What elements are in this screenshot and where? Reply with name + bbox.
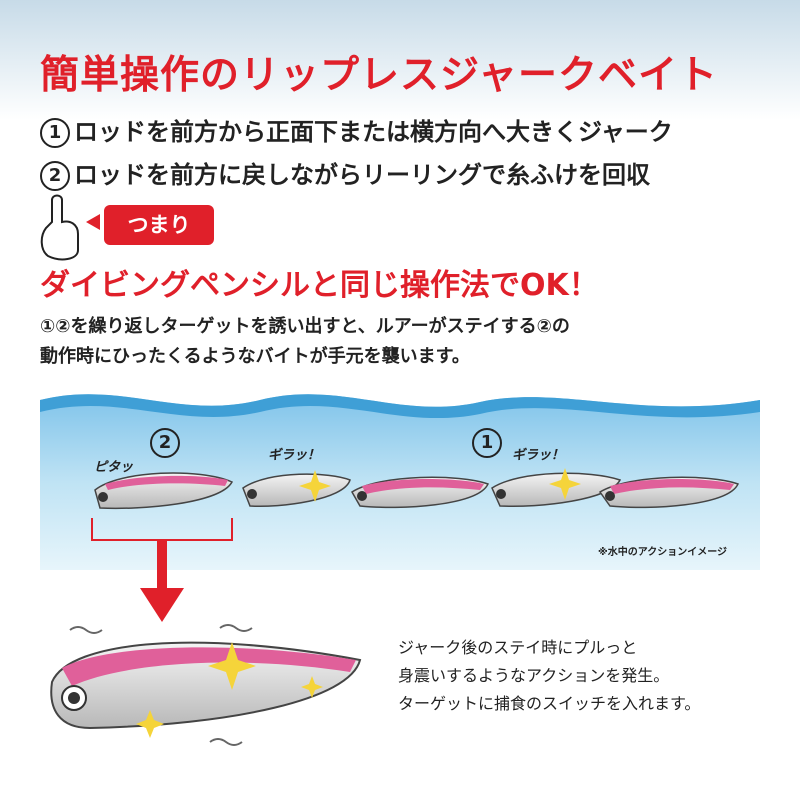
caption-line-1: ジャーク後のステイ時にプルっと xyxy=(398,638,638,657)
step-marker-1: 1 xyxy=(472,428,502,458)
lure-side-1 xyxy=(350,476,490,509)
red-arrow-head xyxy=(140,588,184,622)
water-surface xyxy=(40,394,760,419)
lure-side-2 xyxy=(598,476,740,509)
step-number: 1 xyxy=(40,118,70,148)
page-title: 簡単操作のリップレスジャークベイト xyxy=(40,53,719,98)
sky-band xyxy=(0,0,800,120)
lure-closeup xyxy=(50,624,362,746)
label-flash-2: ギラッ！ xyxy=(512,448,565,463)
finger-point-icon xyxy=(40,194,100,261)
sparkle-icon xyxy=(299,468,581,502)
lure-flash-1 xyxy=(242,473,351,508)
caption-line-2: 身震いするようなアクションを発生。 xyxy=(398,666,670,685)
label-flash-1: ギラッ！ xyxy=(268,448,321,463)
step-number: 2 xyxy=(40,161,70,191)
lure-stay xyxy=(94,472,234,510)
body-line-1: ①②を繰り返しターゲットを誘い出すと、ルアーがステイする②の xyxy=(40,316,570,337)
step-text: ロッドを前方に戻しながらリーリングで糸ふけを回収 xyxy=(74,161,650,189)
scene-note: ※水中のアクションイメージ xyxy=(598,547,728,558)
body-line-2: 動作時にひったくるようなバイトが手元を襲います。 xyxy=(40,346,470,367)
label-stay: ピタッ xyxy=(94,460,134,475)
red-arrow-down-icon xyxy=(157,540,167,588)
subheading: ダイビングペンシルと同じ操作法でOK！ xyxy=(40,268,599,303)
step-text: ロッドを前方から正面下または横方向へ大きくジャーク xyxy=(74,118,673,146)
step-marker-2: 2 xyxy=(150,428,180,458)
caption-line-3: ターゲットに捕食のスイッチを入れます。 xyxy=(398,694,701,713)
tip-tag: つまり xyxy=(104,205,214,245)
lure-flash-2 xyxy=(491,472,622,508)
